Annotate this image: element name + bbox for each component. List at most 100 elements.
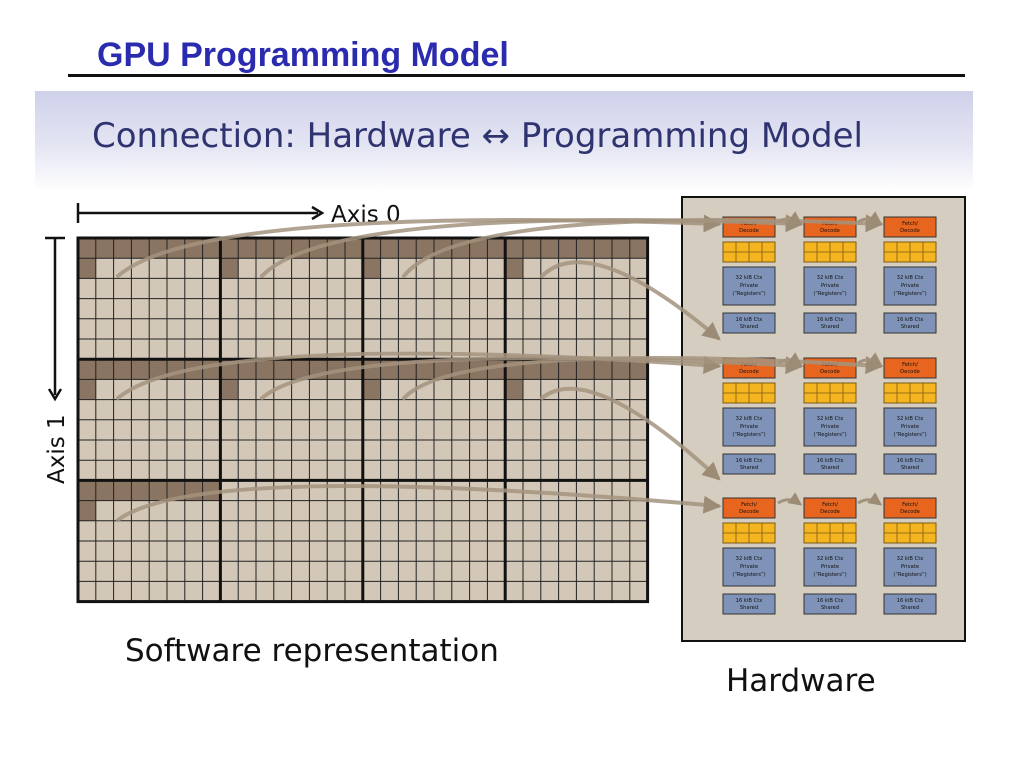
private-label: 32 kiB Ctx [736, 275, 763, 281]
shared-context [722, 453, 776, 475]
connection-arrow [777, 492, 803, 506]
work-item-cell [505, 258, 523, 279]
shared-label: 16 kiB Ctx [897, 598, 924, 604]
hardware-label: Hardware [726, 663, 876, 699]
shared-context [722, 593, 776, 615]
fetch-label: Fetch/ [822, 502, 838, 508]
title-rule [68, 74, 965, 77]
shared-label: 16 kiB Ctx [736, 317, 763, 323]
shared-context [883, 453, 937, 475]
work-item-cell [505, 379, 523, 400]
decode-label: Decode [739, 228, 759, 234]
shared-context [803, 593, 857, 615]
private-label: Private [901, 424, 919, 430]
private-context [883, 547, 937, 587]
shared-label: Shared [740, 465, 758, 471]
work-item-cell [362, 258, 381, 279]
connection-arrow [402, 214, 884, 278]
work-item-cell [220, 379, 239, 400]
connection-arrow [540, 260, 721, 341]
private-label: 32 kiB Ctx [736, 416, 763, 422]
connection-arrow [540, 386, 721, 481]
connection-arrow [857, 492, 883, 506]
decode-label: Decode [739, 369, 759, 375]
private-label: Private [901, 283, 919, 289]
connection-arrows [116, 211, 884, 522]
fetch-decode-unit [722, 497, 776, 519]
connection-arrow [857, 211, 883, 225]
private-context [722, 407, 776, 447]
shared-label: 16 kiB Ctx [897, 458, 924, 464]
connection-arrow [857, 352, 883, 366]
subtitle-band [35, 91, 973, 191]
connection-arrow [777, 211, 803, 225]
private-label: 32 kiB Ctx [817, 275, 844, 281]
decode-label: Decode [900, 509, 920, 515]
private-context [883, 407, 937, 447]
shared-label: 16 kiB Ctx [736, 458, 763, 464]
private-context [722, 266, 776, 306]
decode-label: Decode [900, 369, 920, 375]
private-label: (“Registers”) [893, 432, 926, 438]
connection-arrow [116, 484, 722, 522]
private-label: (“Registers”) [813, 572, 846, 578]
private-label: Private [740, 424, 758, 430]
private-label: (“Registers”) [813, 291, 846, 297]
fetch-decode-unit [803, 497, 857, 519]
fetch-decode-unit [883, 216, 937, 238]
work-item-cell [78, 258, 96, 279]
axis-1: Axis 1 [44, 236, 70, 484]
private-label: (“Registers”) [732, 572, 765, 578]
private-context [722, 547, 776, 587]
work-item-cell [362, 379, 381, 400]
private-label: 32 kiB Ctx [897, 416, 924, 422]
shared-context [722, 312, 776, 334]
shared-label: 16 kiB Ctx [736, 598, 763, 604]
axis-1-label: Axis 1 [44, 414, 70, 484]
private-context [803, 407, 857, 447]
shared-context [883, 593, 937, 615]
private-label: (“Registers”) [813, 432, 846, 438]
shared-context [883, 312, 937, 334]
private-label: (“Registers”) [732, 291, 765, 297]
slide-title: GPU Programming Model [97, 36, 509, 74]
private-label: 32 kiB Ctx [897, 556, 924, 562]
software-label: Software representation [125, 633, 499, 669]
fetch-label: Fetch/ [902, 221, 918, 227]
private-label: Private [821, 283, 839, 289]
connection-arrow [402, 355, 884, 400]
private-context [883, 266, 937, 306]
private-label: (“Registers”) [893, 572, 926, 578]
shared-label: Shared [901, 324, 919, 330]
private-label: Private [901, 564, 919, 570]
fetch-decode-unit [883, 357, 937, 379]
private-context [803, 266, 857, 306]
private-label: 32 kiB Ctx [897, 275, 924, 281]
shared-label: 16 kiB Ctx [817, 317, 844, 323]
decode-label: Decode [820, 228, 840, 234]
work-item-cell [78, 379, 96, 400]
decode-label: Decode [739, 509, 759, 515]
work-item-cell [220, 258, 239, 279]
private-label: Private [740, 283, 758, 289]
private-label: Private [740, 564, 758, 570]
fetch-label: Fetch/ [741, 502, 757, 508]
shared-label: Shared [901, 465, 919, 471]
private-label: 32 kiB Ctx [817, 416, 844, 422]
private-label: (“Registers”) [732, 432, 765, 438]
fetch-decode-unit [883, 497, 937, 519]
fetch-label: Fetch/ [902, 362, 918, 368]
shared-label: 16 kiB Ctx [817, 598, 844, 604]
fetch-label: Fetch/ [902, 502, 918, 508]
decode-label: Decode [820, 369, 840, 375]
work-item-cell [78, 500, 96, 521]
connection-arrow [260, 355, 804, 400]
